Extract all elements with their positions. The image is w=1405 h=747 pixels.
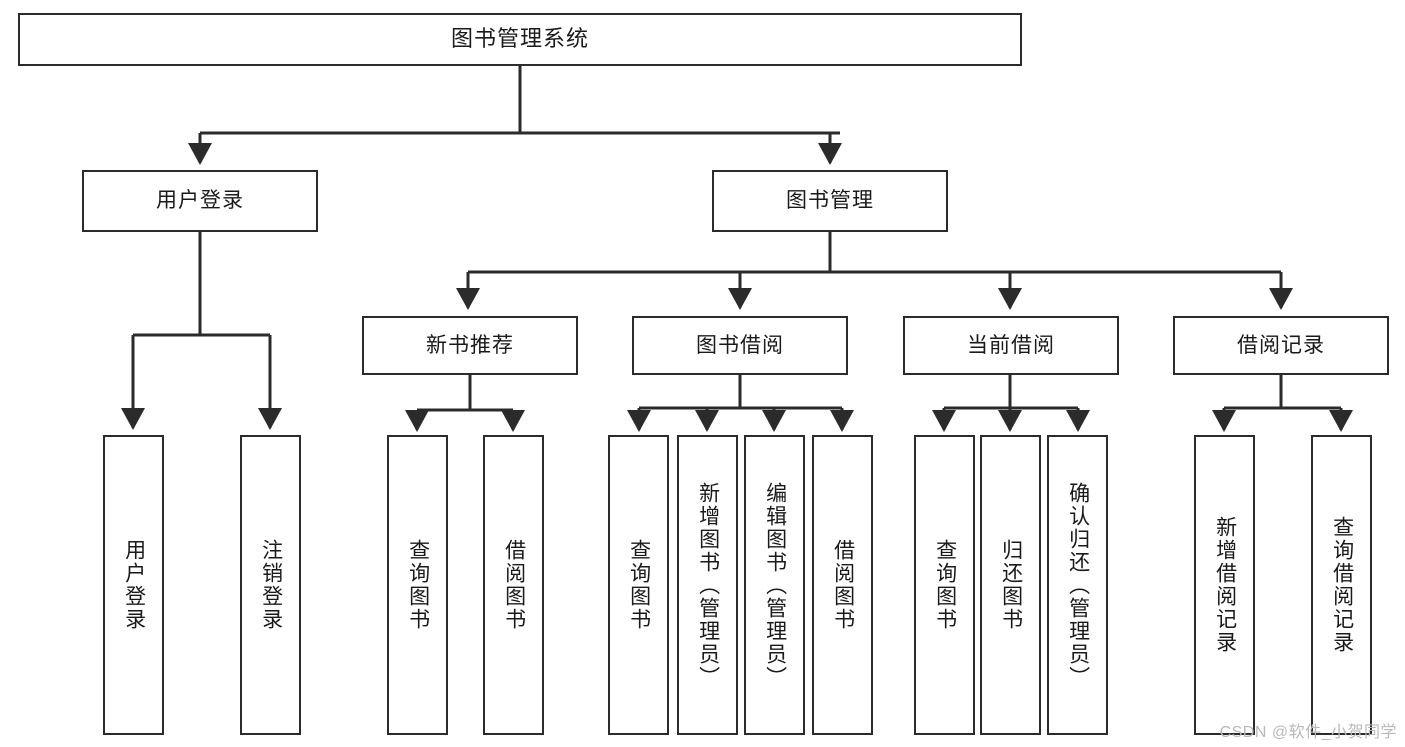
node-book-management[interactable]: 图书管理: [712, 170, 948, 232]
node-new-book-recommendation[interactable]: 新书推荐: [362, 316, 578, 375]
leaf-user-login-signout[interactable]: 注销登录: [240, 435, 301, 735]
node-root-book-management-system[interactable]: 图书管理系统: [18, 13, 1022, 66]
leaf-book-borrow-query-books[interactable]: 查询图书: [608, 435, 669, 735]
leaf-new-book-borrow-books[interactable]: 借阅图书: [483, 435, 544, 735]
leaf-borrow-record-query-record[interactable]: 查询借阅记录: [1311, 435, 1372, 735]
leaf-current-borrow-confirm-return-admin[interactable]: 确认归还（管理员）: [1047, 435, 1108, 735]
node-book-borrowing[interactable]: 图书借阅: [632, 316, 848, 375]
leaf-borrow-record-add-record[interactable]: 新增借阅记录: [1194, 435, 1255, 735]
leaf-book-borrow-borrow-books[interactable]: 借阅图书: [812, 435, 873, 735]
node-borrowing-records[interactable]: 借阅记录: [1173, 316, 1389, 375]
leaf-book-borrow-edit-book-admin[interactable]: 编辑图书（管理员）: [744, 435, 805, 735]
leaf-current-borrow-return-books[interactable]: 归还图书: [980, 435, 1041, 735]
leaf-new-book-query-books[interactable]: 查询图书: [387, 435, 448, 735]
node-current-borrowing[interactable]: 当前借阅: [903, 316, 1119, 375]
watermark-text: CSDN @软件_小贺同学: [1219, 724, 1397, 741]
node-user-login[interactable]: 用户登录: [82, 170, 318, 232]
leaf-current-borrow-query-books[interactable]: 查询图书: [914, 435, 975, 735]
leaf-user-login-signin[interactable]: 用户登录: [103, 435, 164, 735]
leaf-book-borrow-add-book-admin[interactable]: 新增图书（管理员）: [677, 435, 738, 735]
